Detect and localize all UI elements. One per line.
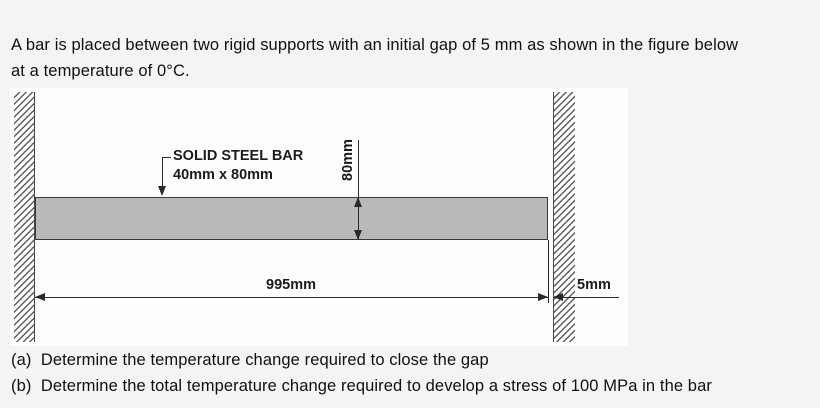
right-extension-line [548,240,549,303]
gap-dimension-label: 5mm [577,277,611,293]
gap-dimension-line [553,297,619,298]
height-dim-arrow-top-icon [354,197,362,207]
height-dim-arrow-bottom-icon [354,230,362,240]
leader-tick-line [162,157,171,158]
length-dim-arrow-left-icon [35,293,45,301]
bar-supports-diagram: SOLID STEEL BAR 40mm x 80mm 80mm 995mm 5… [10,88,628,346]
leader-line [162,157,163,187]
bar-label-size: 40mm x 80mm [173,167,273,183]
problem-statement-line2: at a temperature of 0°C. [11,62,190,80]
height-dimension-label: 80mm [340,139,356,181]
question-b: (b) Determine the total temperature chan… [11,377,712,395]
length-dimension-line [35,297,548,298]
length-dim-arrow-right-icon [538,293,548,301]
bar-label-title: SOLID STEEL BAR [173,148,304,164]
leader-arrow-icon [158,186,166,196]
problem-statement-line1: A bar is placed between two rigid suppor… [11,36,739,54]
question-a: (a) Determine the temperature change req… [11,351,489,369]
right-rigid-support-hatching [553,92,575,342]
gap-dim-arrow-icon [553,293,563,301]
length-dimension-label: 995mm [266,277,316,293]
steel-bar [35,197,548,240]
height-dimension-line [358,140,359,240]
left-rigid-support-hatching [14,92,35,342]
